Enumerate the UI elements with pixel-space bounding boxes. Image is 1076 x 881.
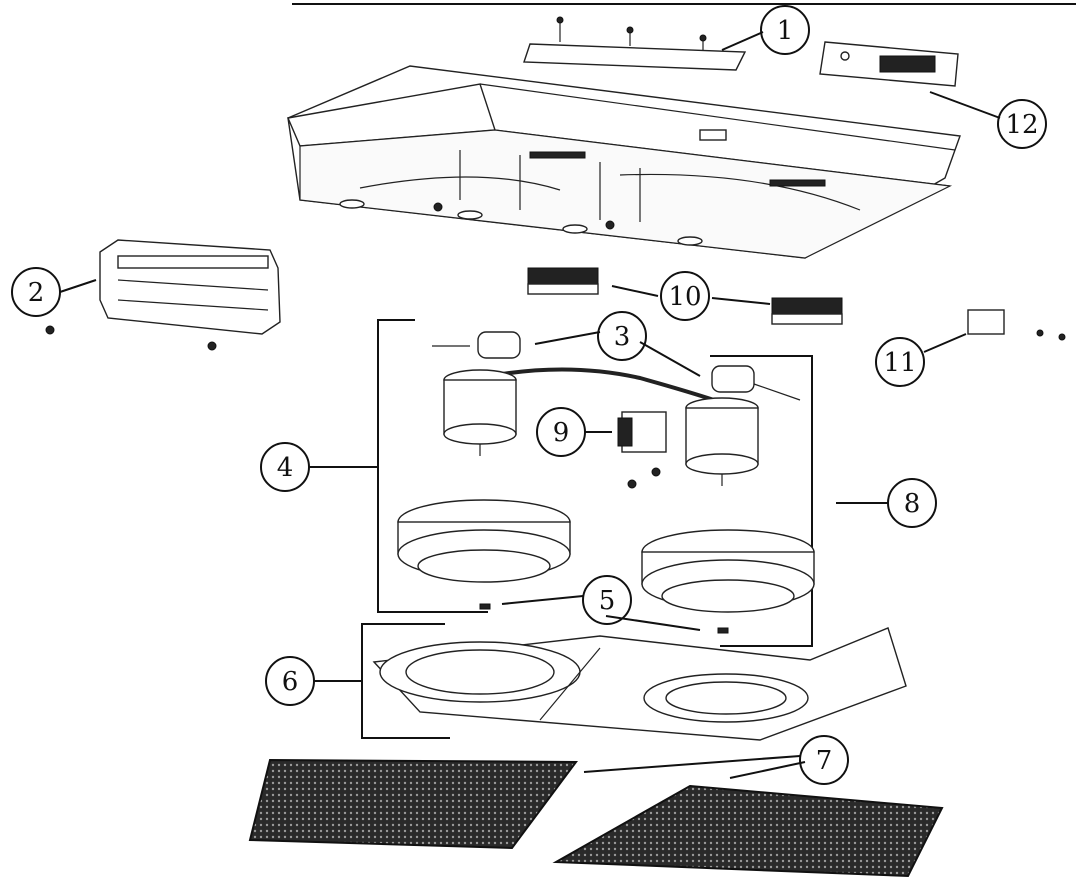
callout-10: 10 [660, 271, 710, 321]
duct-damper-part [45, 239, 281, 351]
light-module-part [527, 267, 843, 325]
callout-2-label: 2 [28, 278, 45, 308]
callout-11: 11 [875, 337, 925, 387]
callout-9: 9 [536, 407, 586, 457]
junction-box-part [617, 411, 667, 489]
callout-7: 7 [799, 735, 849, 785]
callout-3: 3 [597, 311, 647, 361]
cover-plate-part [523, 16, 747, 71]
callout-1: 1 [760, 5, 810, 55]
callout-2: 2 [11, 267, 61, 317]
grease-filter-part [248, 758, 944, 878]
range-hood-body [287, 65, 961, 259]
callout-4: 4 [260, 442, 310, 492]
callout-8: 8 [887, 478, 937, 528]
callout-12-label: 12 [1005, 110, 1038, 140]
group-8-bracket [710, 355, 813, 647]
callout-7-label: 7 [816, 746, 833, 776]
callout-11-label: 11 [883, 348, 916, 378]
callout-9-label: 9 [553, 418, 570, 448]
callout-5-label: 5 [599, 586, 616, 616]
control-board-part [819, 41, 959, 87]
callout-5: 5 [582, 575, 632, 625]
blower-motor-part [443, 369, 759, 486]
callout-12: 12 [997, 99, 1047, 149]
light-socket-part [967, 309, 1066, 341]
capacitor-part [432, 331, 801, 404]
callout-1-label: 1 [777, 16, 794, 46]
callout-4-label: 4 [277, 453, 294, 483]
callout-6: 6 [265, 656, 315, 706]
bottom-plate-part [372, 627, 907, 741]
wheel-nut-part [479, 603, 729, 634]
callout-10-label: 10 [668, 282, 701, 312]
leader-lines [59, 31, 1001, 779]
callout-8-label: 8 [904, 489, 921, 519]
blower-wheel-part [397, 499, 815, 613]
callout-3-label: 3 [614, 322, 631, 352]
callout-6-label: 6 [282, 667, 299, 697]
